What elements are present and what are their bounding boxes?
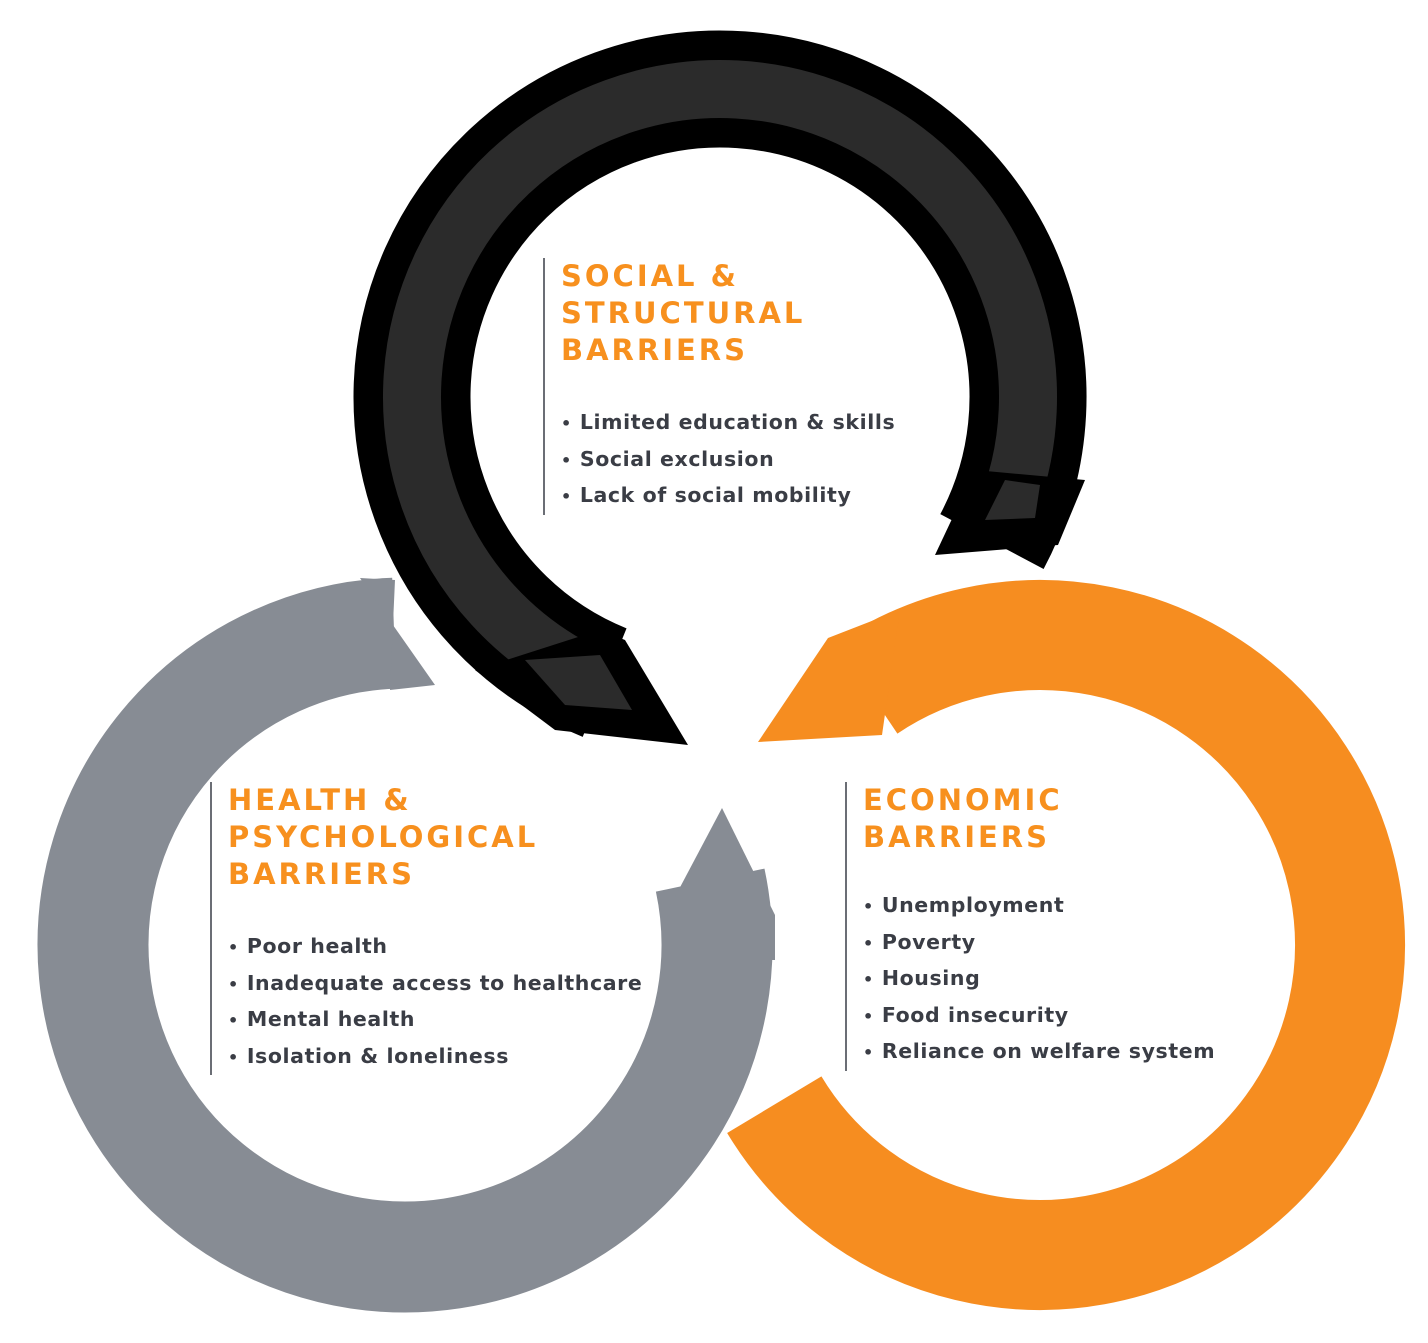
social-ring-tail-inner <box>525 655 632 710</box>
list-item: Poor health <box>228 929 642 966</box>
title-line: PSYCHOLOGICAL <box>228 820 539 854</box>
list-item: Isolation & loneliness <box>228 1039 642 1076</box>
list-item: Poverty <box>863 925 1215 962</box>
list-item: Lack of social mobility <box>561 478 895 515</box>
social-title: SOCIAL & STRUCTURAL BARRIERS <box>561 258 895 369</box>
list-item: Inadequate access to healthcare <box>228 966 642 1003</box>
economic-ring <box>727 580 1405 1310</box>
economic-ring-tail <box>758 610 900 742</box>
health-psychological-section: HEALTH & PSYCHOLOGICAL BARRIERS Poor hea… <box>210 782 642 1075</box>
health-ring-tail <box>665 808 775 960</box>
social-ring-end-inner <box>985 480 1040 520</box>
list-item: Social exclusion <box>561 442 895 479</box>
economic-section: ECONOMIC BARRIERS Unemployment Poverty H… <box>845 782 1215 1071</box>
title-line: SOCIAL & <box>561 259 739 293</box>
title-line: HEALTH & <box>228 783 412 817</box>
social-structural-section: SOCIAL & STRUCTURAL BARRIERS Limited edu… <box>543 258 895 515</box>
health-list: Poor health Inadequate access to healthc… <box>228 929 642 1075</box>
list-item: Reliance on welfare system <box>863 1034 1215 1071</box>
title-line: STRUCTURAL <box>561 296 806 330</box>
health-ring <box>37 577 773 1313</box>
title-line: ECONOMIC <box>863 783 1063 817</box>
economic-title: ECONOMIC BARRIERS <box>863 782 1215 856</box>
list-item: Housing <box>863 961 1215 998</box>
list-item: Mental health <box>228 1002 642 1039</box>
economic-list: Unemployment Poverty Housing Food insecu… <box>863 888 1215 1071</box>
title-line: BARRIERS <box>561 333 749 367</box>
title-line: BARRIERS <box>863 820 1051 854</box>
social-list: Limited education & skills Social exclus… <box>561 405 895 515</box>
health-title: HEALTH & PSYCHOLOGICAL BARRIERS <box>228 782 642 893</box>
list-item: Food insecurity <box>863 998 1215 1035</box>
list-item: Unemployment <box>863 888 1215 925</box>
health-ring-end <box>360 578 435 690</box>
list-item: Limited education & skills <box>561 405 895 442</box>
social-ring-inner-band <box>383 60 1057 700</box>
title-line: BARRIERS <box>228 857 416 891</box>
